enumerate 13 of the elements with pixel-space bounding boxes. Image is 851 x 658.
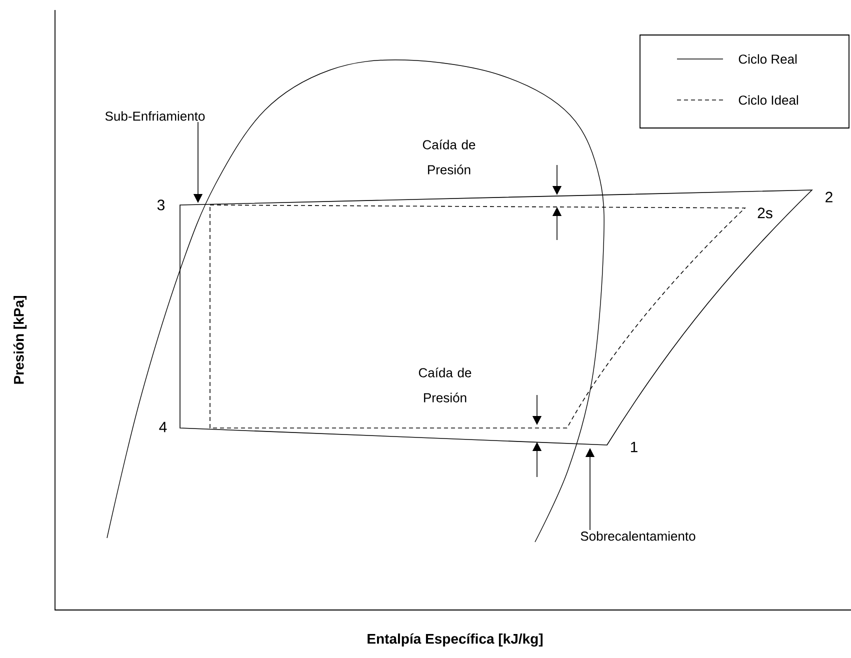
legend-text: Ciclo Real xyxy=(738,54,797,64)
annotation: Sobrecalentamiento xyxy=(580,531,696,541)
legend-text: Ciclo Ideal xyxy=(738,95,798,105)
point-label: 1 xyxy=(630,442,638,452)
point-label: 2s xyxy=(758,208,772,218)
point-label: 4 xyxy=(159,422,167,432)
axis-title: Entalpía Específica [kJ/kg] xyxy=(368,633,543,647)
annotation: Sub-Enfriamiento xyxy=(105,111,205,121)
point-label: 2 xyxy=(826,192,832,202)
annotation: Caída de Presión xyxy=(422,140,476,174)
point-label: 3 xyxy=(157,200,165,210)
axis-title: Presión [kPa] xyxy=(13,296,27,384)
annotation: Caída de Presión xyxy=(418,368,472,402)
